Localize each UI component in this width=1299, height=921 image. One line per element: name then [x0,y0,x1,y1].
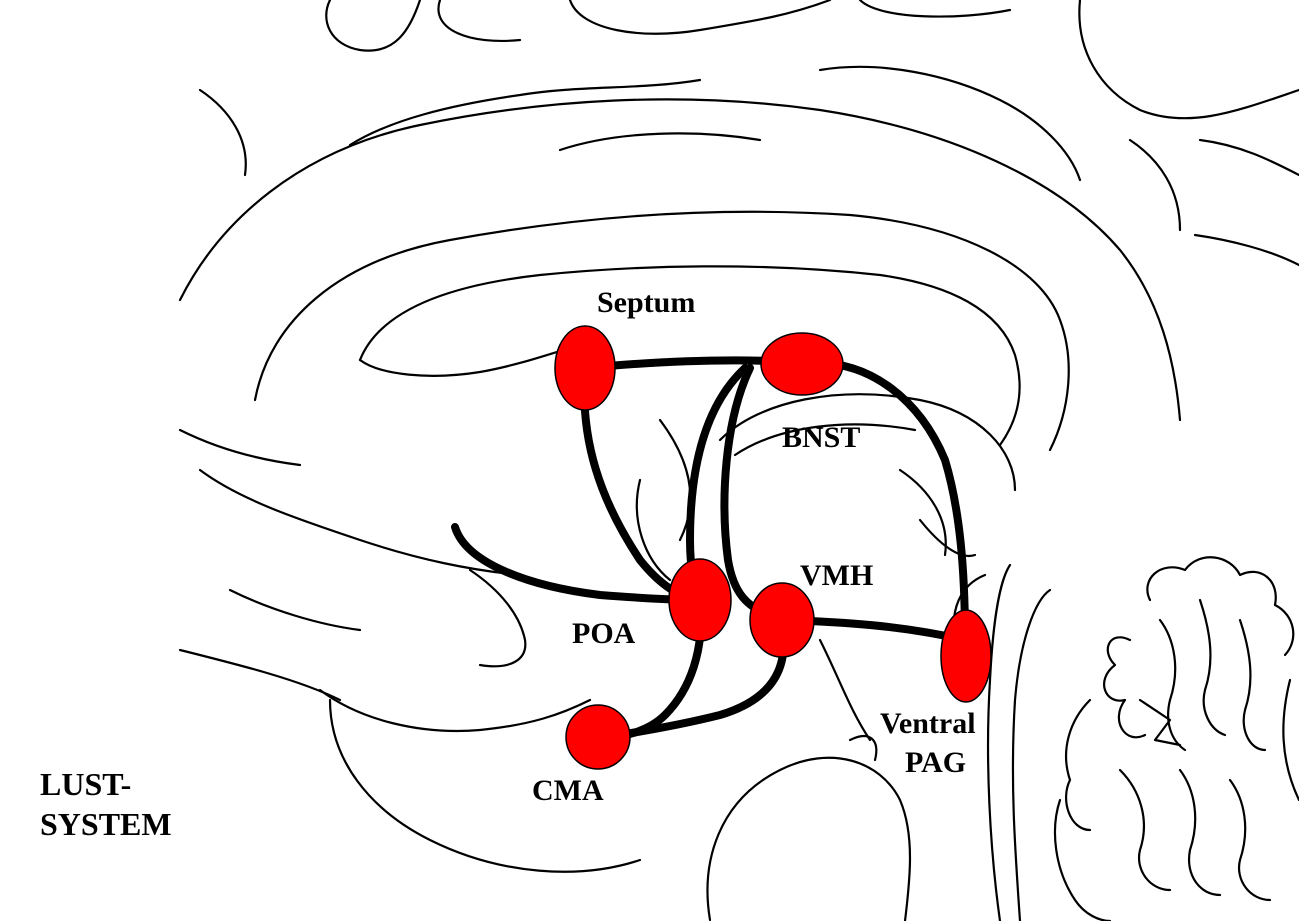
node-vpag [940,609,992,703]
label-vpag-line2: PAG [905,746,966,779]
label-poa: POA [572,617,636,650]
node-septum [554,325,616,411]
label-vmh: VMH [800,559,873,592]
title-line2: SYSTEM [40,806,172,842]
label-vpag-line1: Ventral [880,707,976,740]
label-cma: CMA [532,774,604,807]
pathway-bnst-to-vmh [720,364,784,622]
diagram-title: LUST- SYSTEM [40,766,172,842]
pathway-frontal-to-poa [451,523,699,604]
title-line1: LUST- [40,766,131,802]
pathway-vmh-to-cma [596,621,788,742]
label-bnst: BNST [782,421,860,454]
pathway-lines [451,356,969,742]
node-cma [565,704,631,770]
node-labels: Septum BNST POA VMH CMA Ventral PAG [532,286,976,807]
node-vmh [749,582,815,658]
nuclei [554,325,992,770]
brain-sagittal-outline-icon [178,0,1299,921]
label-septum: Septum [597,286,695,319]
node-poa [668,558,732,642]
pathway-bnst-to-vpag [806,358,969,644]
node-bnst [760,332,844,396]
